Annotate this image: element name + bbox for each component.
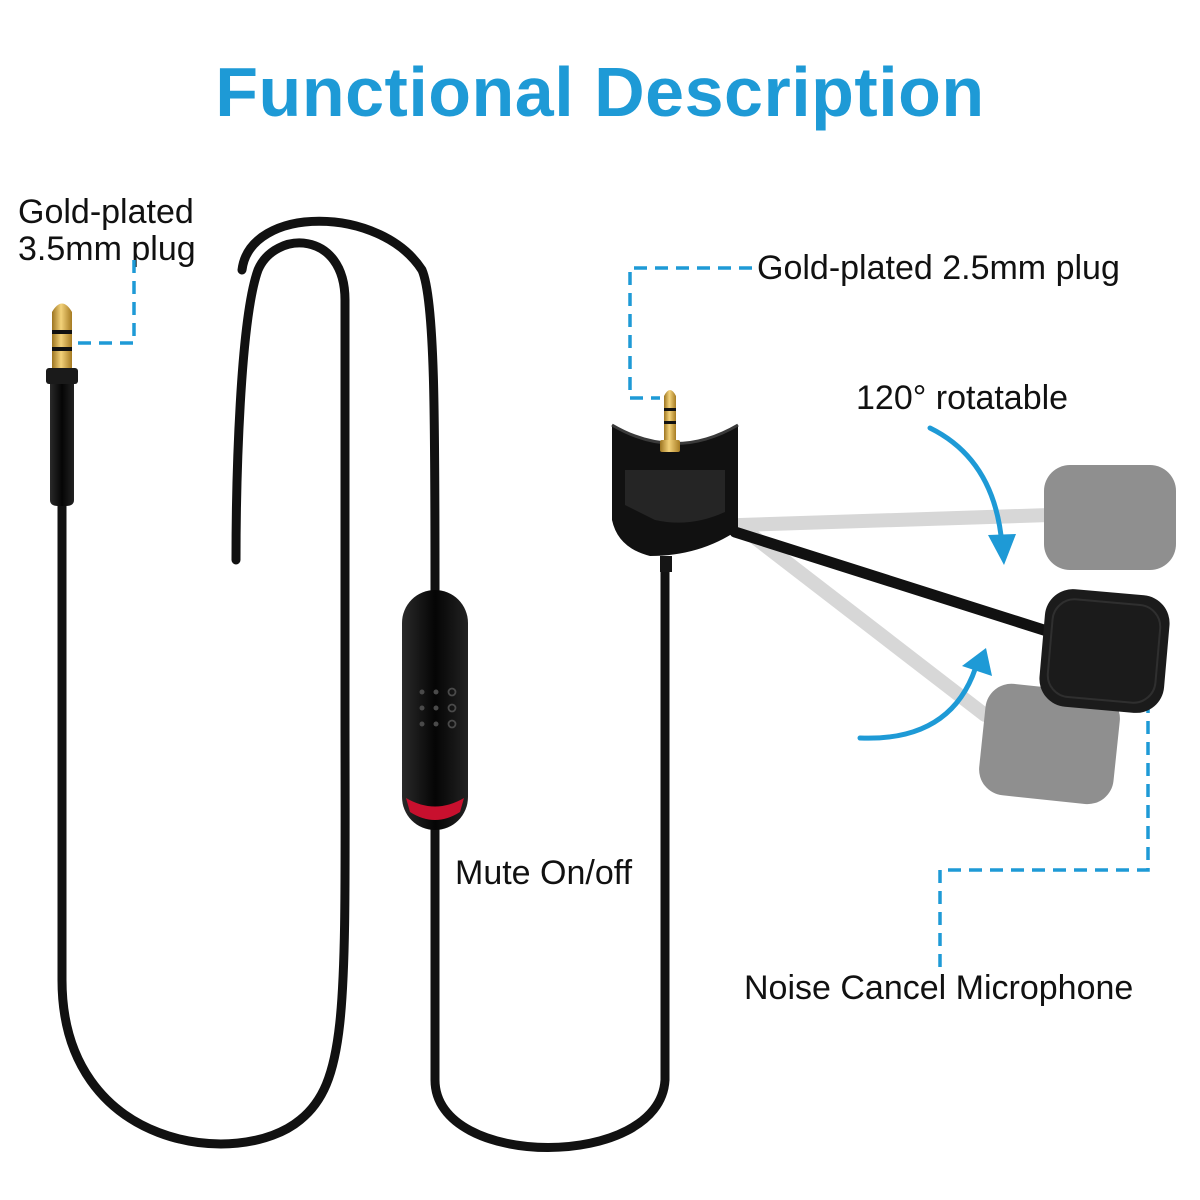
boom-active	[729, 526, 1170, 713]
leader-2-5mm	[628, 266, 752, 400]
label-3-5mm-plug: Gold-plated 3.5mm plug	[18, 194, 196, 267]
callout-leaders	[72, 260, 1150, 970]
plug-3-5mm	[46, 303, 78, 506]
label-3-5mm-line2: 3.5mm plug	[18, 229, 196, 268]
arrow-up-curve	[857, 657, 981, 741]
label-2-5mm-plug: Gold-plated 2.5mm plug	[757, 249, 1120, 287]
label-3-5mm-line1: Gold-plated	[18, 193, 194, 231]
label-rotatable: 120° rotatable	[856, 379, 1069, 417]
rotation-arrows	[857, 425, 1016, 741]
arrow-down-curve	[927, 425, 1005, 548]
page-title: Functional Description	[215, 53, 985, 131]
leader-microphone	[938, 700, 1150, 970]
cable	[57, 216, 670, 1152]
leader-3-5mm	[72, 260, 136, 345]
boom-ghost-lower	[738, 523, 1120, 805]
label-microphone: Noise Cancel Microphone	[744, 969, 1134, 1007]
mic-base	[611, 423, 739, 572]
label-mute: Mute On/off	[455, 854, 633, 892]
plug-2-5mm	[660, 390, 680, 452]
mute-controller	[402, 590, 468, 830]
